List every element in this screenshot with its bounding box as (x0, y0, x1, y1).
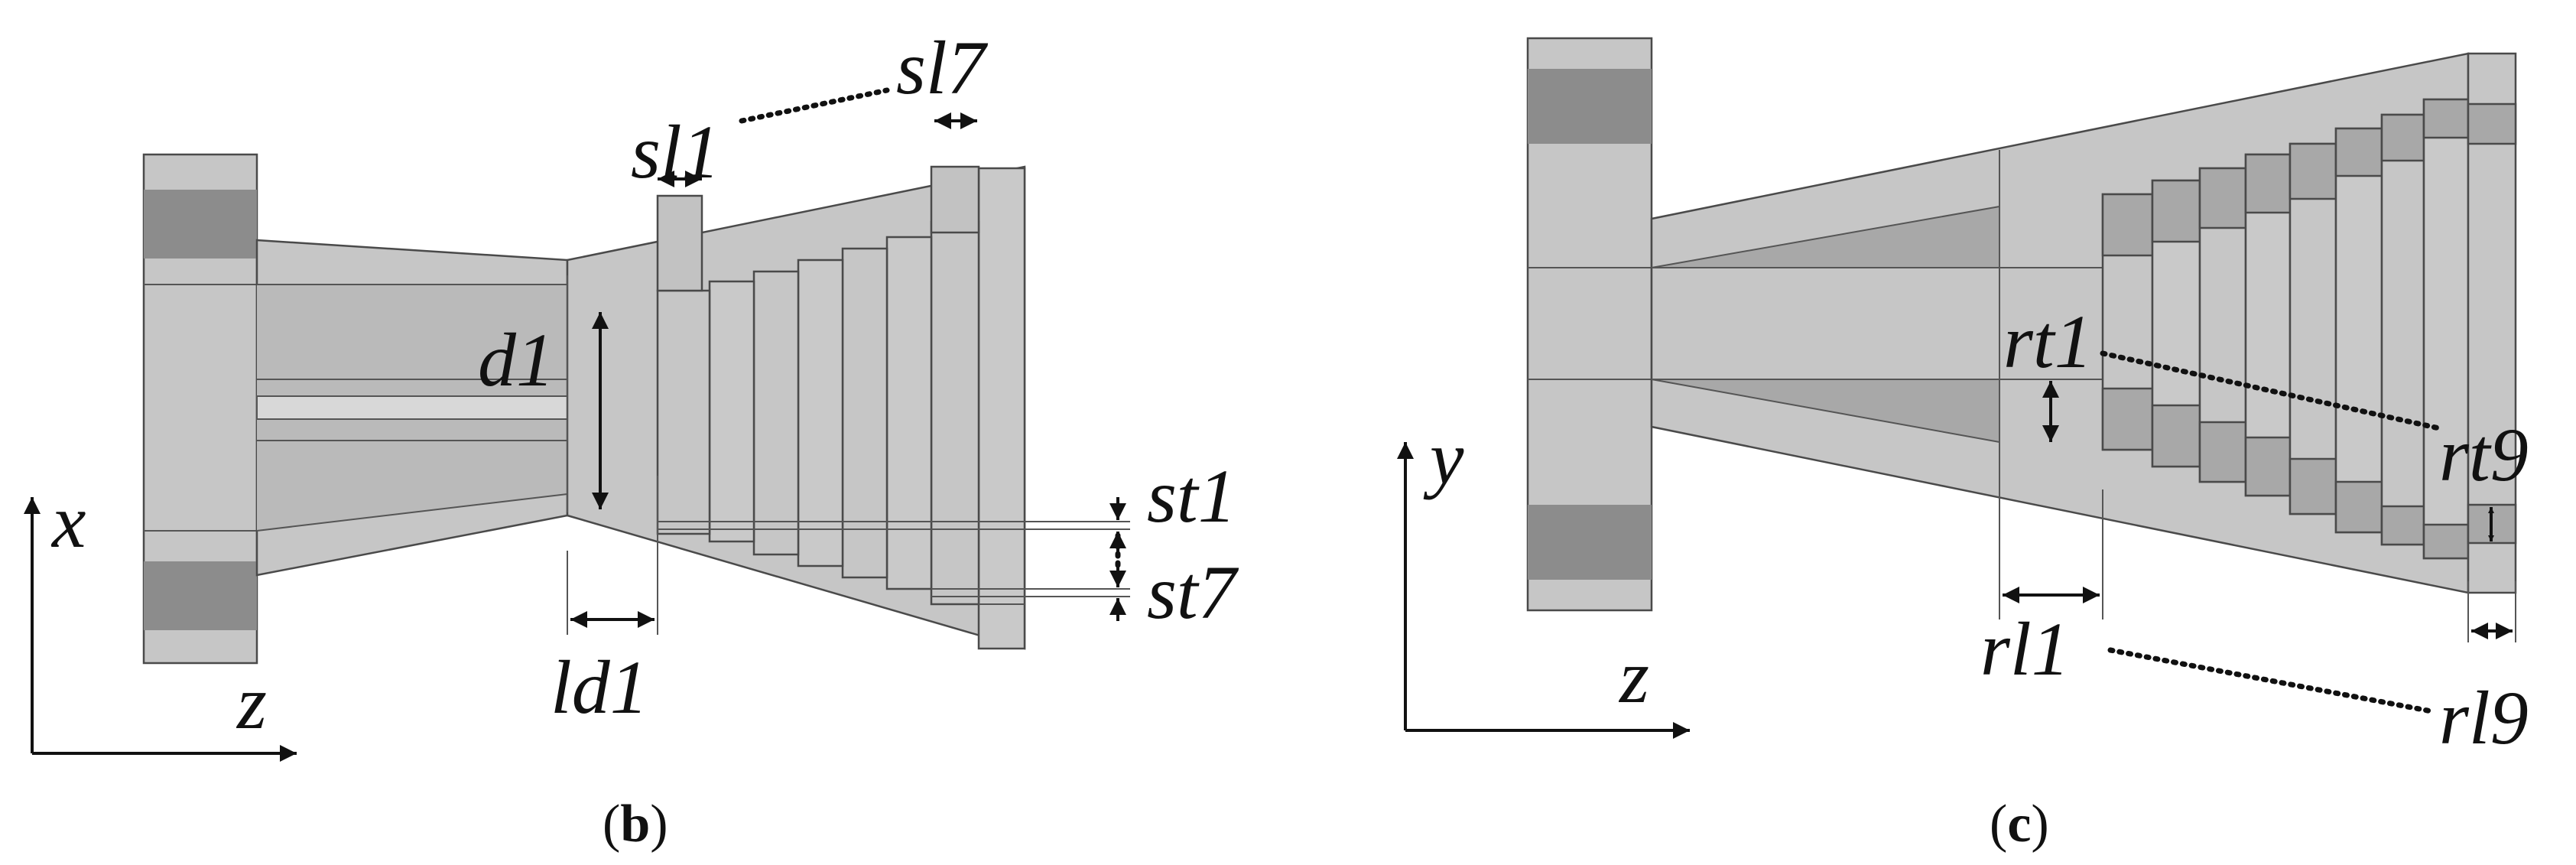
panel-c-label-rl1: rl1 (1980, 606, 2070, 691)
panel-b-caption-letter: b (620, 795, 650, 854)
panel-c-caption-open: ( (1990, 795, 2007, 854)
panel-c-axis-y-label: y (1423, 415, 1464, 500)
panel-c-label-rt1: rt1 (2003, 299, 2093, 384)
panel-c-rl-dotted (2107, 647, 2435, 714)
panel-c-axes: y z (1397, 415, 1690, 739)
panel-b-label-d1: d1 (478, 317, 554, 402)
panel-b-label-st7: st7 (1147, 550, 1239, 635)
panel-b-axes: x z (24, 479, 297, 762)
panel-b: sl1 sl7 d1 st1 st7 ld1 x z (b) (24, 25, 1239, 854)
panel-b-label-ld1: ld1 (551, 645, 648, 730)
panel-c-caption-letter: c (2007, 795, 2031, 854)
panel-b-caption-close: ) (650, 795, 668, 854)
panel-c-ridges (2101, 52, 2517, 594)
panel-b-taper-section (255, 239, 569, 577)
panel-c-flange (1526, 37, 1653, 612)
panel-b-sl-dotted (739, 87, 890, 124)
panel-b-caption-open: ( (603, 795, 620, 854)
panel-c-axis-z-label: z (1618, 634, 1649, 719)
panel-b-axis-x-label: x (50, 479, 86, 564)
panel-c-rt-dotted (2100, 350, 2442, 431)
panel-c-label-rt9: rt9 (2439, 412, 2529, 497)
panel-b-label-st1: st1 (1147, 454, 1236, 538)
panel-c-caption: (c) (1990, 795, 2049, 854)
panel-c-caption-close: ) (2031, 795, 2048, 854)
panel-b-label-sl7: sl7 (896, 25, 989, 110)
panel-b-axis-z-label: z (236, 660, 267, 745)
panel-b-flange (142, 153, 258, 665)
panel-b-label-sl1: sl1 (631, 109, 720, 194)
panel-c-label-rl9: rl9 (2439, 675, 2529, 760)
panel-b-caption: (b) (603, 795, 668, 854)
panel-b-horn (566, 165, 1026, 650)
panel-c: rt1 rt9 rl1 rl9 y z (c) (1397, 37, 2529, 854)
